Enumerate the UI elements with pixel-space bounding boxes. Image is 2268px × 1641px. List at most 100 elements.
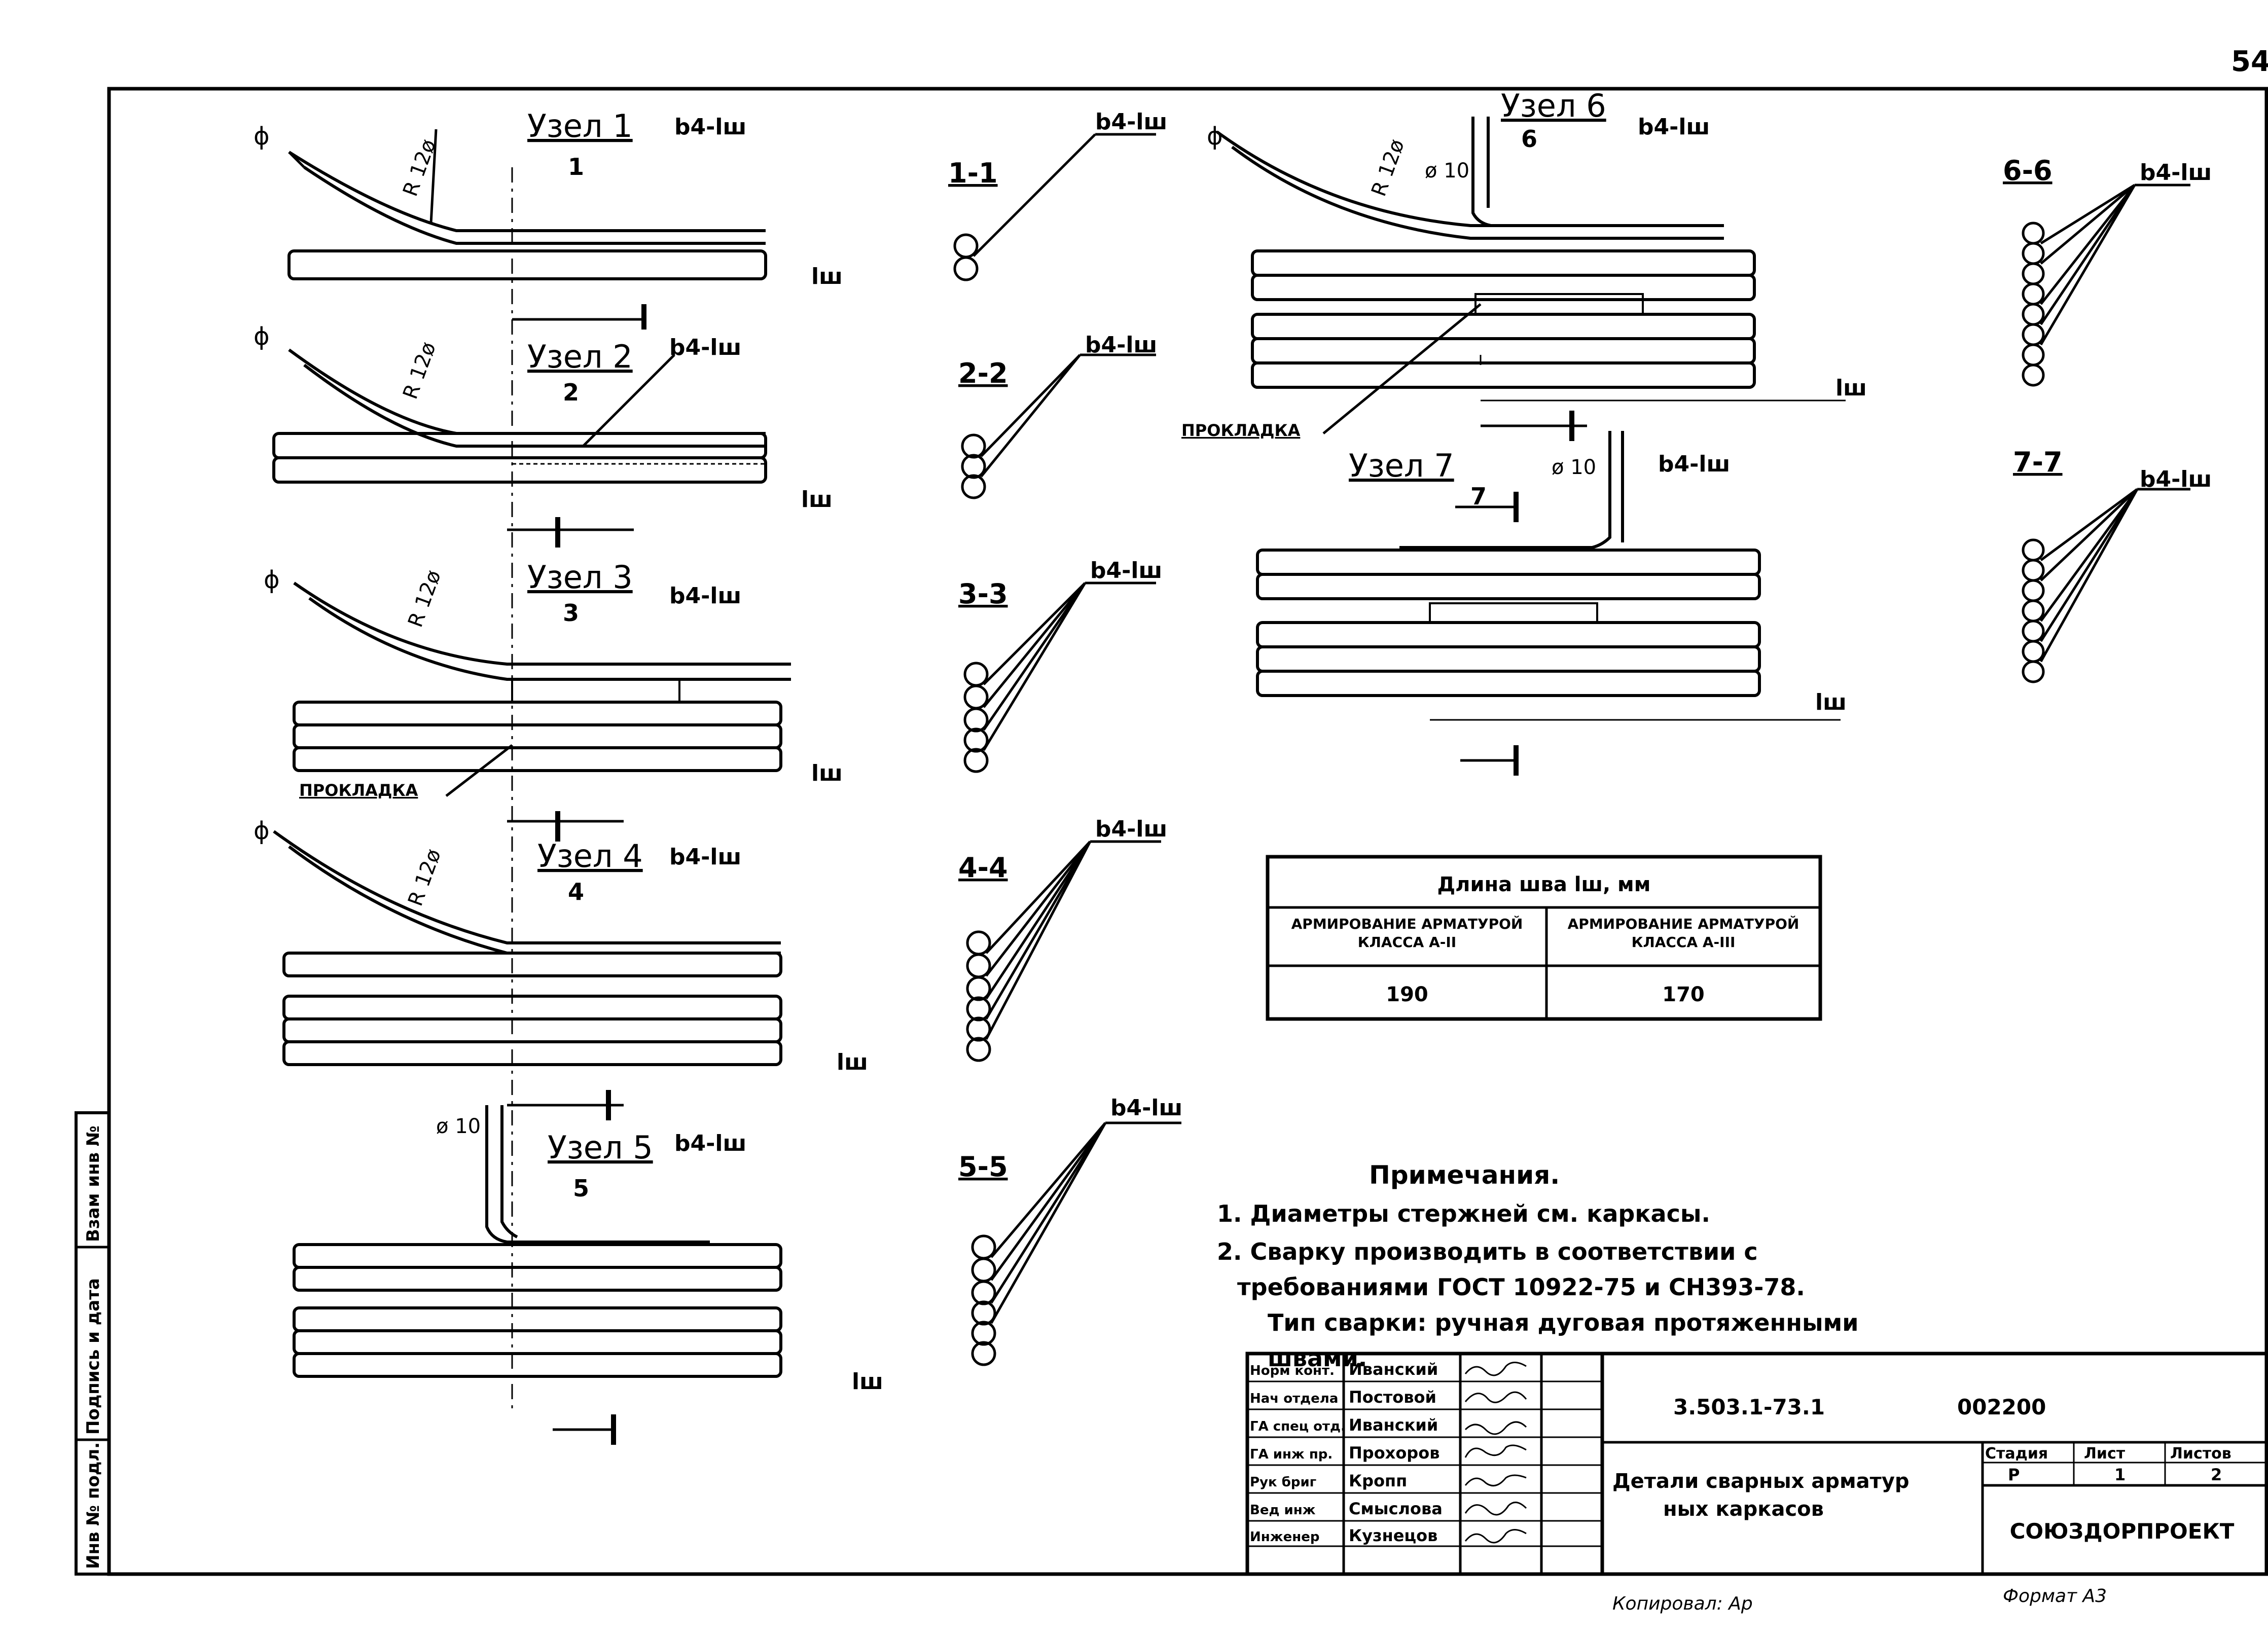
node-3-pad-label: ПРОКЛАДКА [299, 781, 418, 800]
side-stamp-signature: Подпись и дата [83, 1278, 103, 1435]
notes-heading: Примечания. [1369, 1160, 1560, 1190]
side-stamp-inventory: Инв № подл. [83, 1442, 103, 1569]
section-2-2-drawing [961, 353, 1156, 499]
node-4-phi: ϕ [254, 817, 270, 845]
notes-line-2a: 2. Сварку производить в соответствии с [1217, 1238, 1758, 1265]
node-7-title: Узел 7 [1349, 447, 1454, 484]
section-7-7-drawing [2022, 488, 2190, 683]
weld-table-col2-value: 170 [1662, 983, 1705, 1006]
title-block-names: Иванский Постовой Иванский Прохоров Кроп… [1349, 1360, 1443, 1545]
notes-line-1: 1. Диаметры стержней см. каркасы. [1217, 1200, 1710, 1227]
drawing-title-line-1: Детали сварных арматур [1612, 1470, 1910, 1493]
node-3-title: Узел 3 [527, 559, 633, 596]
notes-line-2b: требованиями ГОСТ 10922-75 и СН393-78. [1237, 1273, 1805, 1301]
side-stamp-substitute: Взам инв № [83, 1125, 103, 1242]
title-block [1245, 1352, 2268, 1576]
node-7-drawing [1256, 431, 1841, 776]
section-2-2-weld: b4-lш [1085, 332, 1157, 358]
section-3-3-weld: b4-lш [1090, 558, 1162, 584]
role-6: Инженер [1250, 1529, 1319, 1545]
node-4-radius: R 12ø [404, 846, 446, 909]
name-3: Прохоров [1349, 1443, 1439, 1463]
notes-line-3b: швами. [1268, 1344, 1367, 1372]
section-1-1-drawing [953, 133, 1156, 281]
name-6: Кузнецов [1349, 1526, 1437, 1545]
node-1-title: Узел 1 [527, 107, 633, 144]
node-5-drawing [293, 1105, 782, 1445]
name-4: Кропп [1349, 1471, 1407, 1490]
section-5-5-label: 5-5 [958, 1151, 1008, 1183]
sheets-label: Листов [2170, 1445, 2231, 1463]
node-2-phi: ϕ [254, 322, 270, 351]
doc-number: 002200 [1957, 1395, 2046, 1419]
node-6-weld: b4-lш [1638, 114, 1710, 140]
section-4-4-weld: b4-lш [1095, 816, 1167, 842]
sheets-value: 2 [2211, 1465, 2222, 1484]
node-5-title: Узел 5 [548, 1129, 653, 1166]
section-6-6-label: 6-6 [2003, 155, 2053, 187]
sheet-label: Лист [2084, 1445, 2126, 1463]
section-7-7-label: 7-7 [2013, 446, 2063, 478]
section-2-2-label: 2-2 [958, 357, 1008, 389]
node-2-drawing [272, 348, 767, 548]
section-1-1-label: 1-1 [948, 157, 998, 189]
node-3-drawing [293, 581, 791, 842]
section-6-6-weld: b4-lш [2140, 160, 2212, 186]
node-5-cut: 5 [573, 1175, 589, 1202]
name-5: Смыслова [1349, 1499, 1443, 1518]
node-4-cut: 4 [568, 878, 584, 905]
section-3-3-label: 3-3 [958, 578, 1008, 610]
role-4: Рук бриг [1250, 1475, 1316, 1490]
name-1: Постовой [1349, 1388, 1436, 1407]
drawing-frame [107, 87, 2268, 1576]
stage-label: Стадия [1985, 1445, 2048, 1463]
organization: СОЮЗДОРПРОЕКТ [2010, 1519, 2235, 1544]
node-6-drawing [1216, 117, 1846, 441]
node-6-radius: R 12ø [1367, 136, 1409, 200]
title-block-roles: Норм конт. Нач отдела ГА спец отд. ГА ин… [1250, 1363, 1346, 1545]
node-3-radius: R 12ø [404, 567, 446, 631]
section-5-5-weld: b4-lш [1110, 1095, 1182, 1121]
node-1-lw: lш [811, 264, 843, 289]
node-5-diam: ø 10 [436, 1115, 481, 1138]
weld-length-table [1266, 855, 1822, 1021]
node-2-cut: 2 [563, 379, 579, 406]
section-6-6-drawing [2022, 184, 2190, 387]
node-7-cut: 7 [1470, 483, 1487, 510]
node-7-weld: b4-lш [1658, 451, 1730, 477]
drawing-title-line-2: ных каркасов [1663, 1498, 1824, 1521]
weld-table-col1-header: Армирование арматурой класса А-II [1291, 916, 1523, 951]
node-5-weld: b4-lш [674, 1131, 746, 1156]
node-3-phi: ϕ [264, 566, 280, 594]
node-1-drawing [287, 129, 767, 1414]
copied-by: Копировал: Ар [1612, 1593, 1753, 1614]
node-3-weld: b4-lш [669, 583, 741, 609]
node-1-phi: ϕ [254, 122, 270, 151]
section-1-1-weld: b4-lш [1095, 109, 1167, 135]
weld-table-col2-header: Армирование арматурой класса А-III [1567, 916, 1799, 951]
node-1-cut: 1 [568, 153, 584, 180]
section-4-4-label: 4-4 [958, 852, 1008, 884]
doc-code: 3.503.1-73.1 [1673, 1395, 1825, 1419]
name-0: Иванский [1349, 1360, 1438, 1379]
node-2-title: Узел 2 [527, 338, 633, 375]
section-4-4-drawing [966, 840, 1161, 1062]
role-1: Нач отдела [1250, 1391, 1338, 1406]
node-6-title: Узел 6 [1501, 87, 1606, 124]
section-7-7-weld: b4-lш [2140, 466, 2212, 492]
notes-line-3a: Тип сварки: ручная дуговая протяженными [1268, 1309, 1858, 1336]
node-6-diam: ø 10 [1425, 159, 1469, 183]
node-2-lw: lш [801, 487, 833, 513]
node-7-diam: ø 10 [1552, 456, 1596, 479]
role-2: ГА спец отд. [1250, 1419, 1346, 1434]
node-6-pad-label: ПРОКЛАДКА [1181, 421, 1301, 440]
side-stamp: Взам инв № Подпись и дата Инв № подл. [75, 1111, 111, 1576]
role-0: Норм конт. [1250, 1363, 1335, 1378]
node-4-lw: lш [837, 1049, 868, 1075]
node-3-cut: 3 [563, 599, 579, 627]
role-3: ГА инж пр. [1250, 1447, 1333, 1462]
sheet-format: Формат А3 [2003, 1586, 2107, 1607]
page-number: 54 [2231, 45, 2268, 78]
section-5-5-drawing [971, 1121, 1181, 1366]
